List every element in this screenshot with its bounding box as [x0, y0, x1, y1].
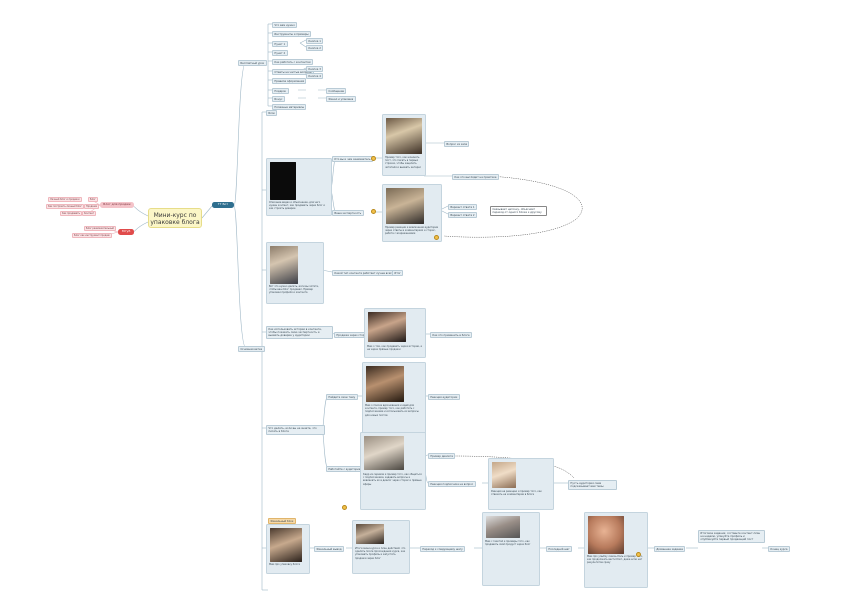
section5-photo-2: [356, 524, 384, 544]
tg-bot-node[interactable]: ТГ Бот: [212, 202, 234, 208]
youtube-item[interactable]: Блог развлекательный: [84, 226, 116, 232]
section5-card[interactable]: Мем про упаковку блога: [266, 524, 310, 574]
upper-sub-item[interactable]: Кнопка 3: [306, 66, 324, 73]
upper-sub-item[interactable]: Кнопка 2: [306, 45, 324, 52]
section4-branch-1[interactable]: Найдите свою тему: [326, 394, 358, 401]
section4-card-2[interactable]: Кадр из сериала и пример того, как общат…: [360, 432, 426, 510]
blog-target-node[interactable]: Блог для продаж: [100, 202, 134, 208]
section3-photo: [368, 312, 406, 342]
youtube-item[interactable]: Блог как инструмент продаж: [72, 233, 112, 239]
meme-photo-2: [386, 188, 424, 224]
section4-caption-2: Кадр из сериала и пример того, как общат…: [363, 473, 422, 486]
section5-smile-card[interactable]: Мем про улыбку сквозь боль и пример того…: [584, 512, 648, 588]
section4-card-1[interactable]: Мем о поиске вдохновения и идей для конт…: [362, 362, 426, 434]
section5-branch-4[interactable]: Домашнее задание: [654, 546, 686, 553]
youtube-node[interactable]: Ютуб: [118, 229, 134, 235]
upper-list-item[interactable]: Правила оформления: [272, 78, 307, 85]
section3-text[interactable]: Как использовать истории в контенте, что…: [266, 326, 333, 339]
section5-final[interactable]: Итоговое задание: составьте контент-план…: [698, 530, 765, 543]
upper-list-item[interactable]: Что вам нужно: [272, 22, 298, 29]
section4-end-1[interactable]: Реакция аудитории: [428, 394, 460, 401]
section5-news-caption: Мем с газетой и примеры того, как продав…: [485, 540, 531, 547]
section5-branch[interactable]: Финальный вывод: [314, 546, 344, 553]
upper-list-item[interactable]: Полезные материалы: [272, 104, 307, 111]
section3-caption: Мем о том, как продавать через истории, …: [367, 345, 422, 352]
upper-sub-item[interactable]: Финал и упаковка: [326, 96, 356, 103]
section2-caption: Вот что нужно делать, если вы хотите, чт…: [269, 285, 319, 295]
emoji-icon: [371, 209, 376, 214]
upper-list-item[interactable]: Ответы на частые вопросы: [272, 69, 314, 76]
pink-item[interactable]: Как построить личный блог: [46, 204, 84, 210]
upper-list-item[interactable]: Подарок: [272, 88, 289, 95]
gif-thumbnail: [270, 162, 296, 200]
section5-smile-photo: [588, 516, 624, 554]
upper-list-item[interactable]: Пункт 1: [272, 41, 288, 48]
section4-photo-2: [364, 436, 404, 470]
upper-sub-item[interactable]: Кнопка 1: [306, 38, 324, 45]
section4-text[interactable]: Что делать, если вы не знаете, что писат…: [266, 425, 325, 435]
section5-end[interactable]: Конец курса: [768, 546, 790, 553]
section4-branch-2[interactable]: Работайте с аудиторией: [326, 466, 365, 473]
pink-item[interactable]: Продажи: [84, 204, 100, 210]
pink-item[interactable]: Как продавать: [60, 211, 82, 217]
section4-photo-1: [366, 366, 404, 402]
main-branch-label[interactable]: Основная ветка: [238, 346, 265, 353]
section5-photo: [270, 528, 302, 562]
gif-card[interactable]: Описание видео и объяснение, для чего ну…: [266, 158, 332, 216]
section5-smile-caption: Мем про улыбку сквозь боль и пример того…: [587, 555, 643, 565]
section2-branch[interactable]: Какой тип контента работает лучше всего: [332, 270, 396, 277]
section5-branch-2[interactable]: Переход к следующему шагу: [420, 546, 466, 553]
upper-branch-label[interactable]: Бесплатный урок: [238, 60, 267, 67]
upper-sub-item[interactable]: Сообщение: [326, 88, 347, 95]
section2-card[interactable]: Вот что нужно делать, если вы хотите, чт…: [266, 242, 324, 304]
upper-list-item[interactable]: Как работать с контентом: [272, 59, 313, 66]
gif-caption: Описание видео и объяснение, для чего ну…: [269, 201, 325, 211]
upper-list-item[interactable]: Инструменты и примеры: [272, 31, 311, 38]
section2-end[interactable]: Итог: [392, 270, 404, 277]
meme-caption-2: Пример реакции и вовлечения аудитории че…: [385, 226, 439, 236]
section3-card[interactable]: Мем о том, как продавать через истории, …: [364, 308, 426, 358]
practice-link[interactable]: Как это выглядит на практике: [452, 174, 499, 181]
answer-option[interactable]: Вариант ответа 2: [448, 212, 477, 219]
upper-sub-item[interactable]: Кнопка 4: [306, 73, 324, 80]
section4-caption-1: Мем о поиске вдохновения и идей для конт…: [365, 404, 419, 417]
section3-end[interactable]: Как это применить в блоге: [430, 332, 472, 339]
section4-card-3[interactable]: Реакция на реакцию и пример того, как от…: [488, 458, 554, 510]
branch-expertise[interactable]: Ваша экспертность: [332, 210, 364, 217]
section5-text: Итоги мини-курса и план действий: что сд…: [355, 547, 406, 560]
section5-branch-3[interactable]: Последний шаг: [546, 546, 573, 553]
pink-item[interactable]: Контент: [82, 211, 97, 217]
meme-note[interactable]: Вопрос из зала: [444, 141, 470, 148]
section4-photo-3: [492, 462, 516, 488]
callout-box[interactable]: Связывает цепочку, объясняет переход от …: [490, 206, 547, 216]
section5-text-card[interactable]: Итоги мини-курса и план действий: что сд…: [352, 520, 410, 574]
root-topic[interactable]: Мини-курс по упаковке блога: [148, 208, 202, 228]
meme-card-2[interactable]: Пример реакции и вовлечения аудитории че…: [382, 184, 442, 242]
meme-photo: [386, 118, 422, 154]
branch-who-you-are[interactable]: Кто вы и чем занимаетесь: [332, 156, 373, 163]
section4-side[interactable]: Пусть аудитория сама подсказывает вам те…: [568, 480, 617, 490]
pink-item[interactable]: Блог: [88, 197, 98, 203]
section4-caption-3: Реакция на реакцию и пример того, как от…: [491, 490, 542, 497]
upper-list-item[interactable]: Бонус: [272, 96, 285, 103]
answer-option[interactable]: Вариант ответа 1: [448, 204, 477, 211]
section2-photo: [270, 246, 298, 284]
section5-news-photo: [486, 516, 520, 538]
emoji-icon: [342, 505, 347, 510]
section5-caption: Мем про упаковку блога: [269, 563, 300, 566]
section4-note[interactable]: Пример диалога: [428, 453, 456, 460]
emoji-icon: [636, 552, 641, 557]
section5-news-card[interactable]: Мем с газетой и примеры того, как продав…: [482, 512, 540, 586]
meme-caption: Пример того, как начинать пост, что писа…: [385, 156, 422, 169]
pink-item[interactable]: Личный блог и продажи: [48, 197, 82, 203]
emoji-icon: [434, 235, 439, 240]
section4-note[interactable]: Реакция подписчика на вопрос: [428, 481, 476, 488]
meme-card[interactable]: Пример того, как начинать пост, что писа…: [382, 114, 426, 176]
section5-badge[interactable]: Финальный блок: [268, 518, 296, 525]
upper-list-item[interactable]: Пункт 2: [272, 50, 288, 57]
section-top-label[interactable]: Блок: [266, 110, 278, 117]
emoji-icon: [371, 156, 376, 161]
